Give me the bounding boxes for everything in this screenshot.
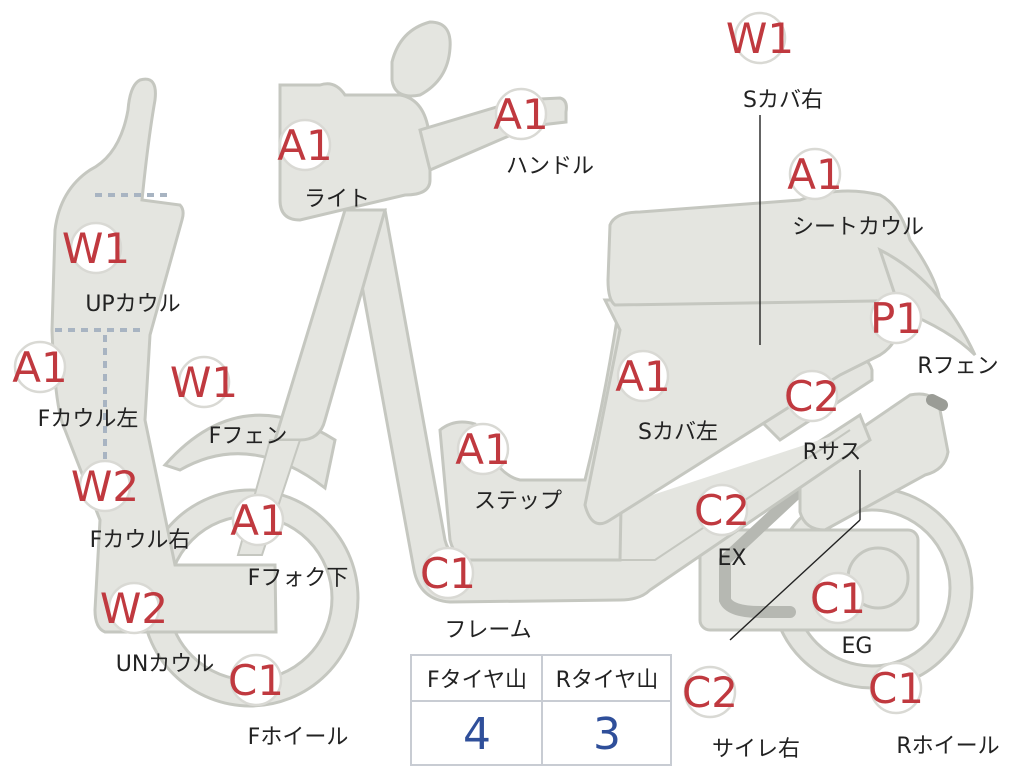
badge-circle — [695, 483, 749, 537]
badge-code: A1 — [615, 352, 670, 401]
c1-engine-label: EG — [841, 634, 873, 659]
silencer-leader — [729, 519, 861, 641]
badge-code: C1 — [228, 656, 284, 705]
badge-circle — [278, 118, 332, 172]
badge-code: C1 — [868, 664, 924, 713]
c1-frame-badge: C1 — [420, 546, 476, 600]
badge-circle — [78, 459, 132, 513]
badge-circle — [421, 546, 475, 600]
badge-circle — [177, 355, 231, 409]
p1-r-fender-badge: P1 — [869, 291, 923, 345]
table-divider — [541, 656, 543, 764]
badge-circle — [13, 340, 67, 394]
badge-code: C2 — [694, 486, 750, 535]
badge-circle — [683, 665, 737, 719]
w1-scover-right-label: Sカバ右 — [743, 88, 823, 113]
badge-code: W1 — [170, 358, 238, 407]
c1-r-wheel-badge: C1 — [868, 661, 924, 715]
mirror-shape — [390, 20, 452, 98]
badge-code: W1 — [726, 14, 794, 63]
badge-circle — [869, 291, 923, 345]
badge-code: P1 — [870, 294, 922, 343]
w1-f-fender-badge: W1 — [170, 355, 238, 409]
c2-r-suspension-badge: C2 — [784, 369, 840, 423]
badge-code: C1 — [810, 574, 866, 623]
badge-circle — [785, 369, 839, 423]
badge-code: A1 — [787, 150, 842, 199]
tail-shape — [877, 247, 977, 357]
c1-engine-badge: C1 — [810, 571, 866, 625]
badge-circle — [456, 422, 510, 476]
a1-light-label: ライト — [303, 187, 371, 212]
tire-tread-table: Fタイヤ山 Rタイヤ山 4 3 — [410, 654, 672, 766]
c2-exhaust-label: EX — [717, 546, 747, 571]
f-tire-header: Fタイヤ山 — [412, 656, 542, 702]
a1-f-fork-lower-label: Fフォク下 — [247, 566, 349, 591]
w2-un-cowl-badge: W2 — [100, 581, 168, 635]
badge-code: C2 — [682, 668, 738, 717]
a1-f-cowl-left-badge: A1 — [12, 340, 68, 394]
badge-code: W2 — [100, 584, 168, 633]
c2-silencer-right-label: サイレ右 — [711, 737, 801, 762]
f-tire-value: 4 — [463, 708, 491, 760]
c1-f-wheel-badge: C1 — [228, 653, 284, 707]
c2-r-suspension-label: Rサス — [802, 440, 862, 465]
c1-frame-label: フレーム — [444, 618, 532, 643]
a1-f-fork-lower-badge: A1 — [230, 493, 286, 547]
seat-shape — [606, 189, 942, 307]
a1-handle-badge: A1 — [493, 87, 549, 141]
badge-code: C1 — [420, 549, 476, 598]
a1-seat-cowl-label: シートカウル — [791, 215, 925, 240]
p1-r-fender-label: Rフェン — [917, 354, 999, 379]
c1-r-wheel-label: Rホイール — [896, 734, 1000, 759]
a1-step-badge: A1 — [455, 422, 511, 476]
badge-circle — [811, 571, 865, 625]
badge-circle — [733, 11, 787, 65]
badge-code: A1 — [455, 425, 510, 474]
a1-step-label: ステップ — [473, 489, 563, 514]
r-tire-value: 3 — [593, 708, 621, 760]
a1-scover-left-badge: A1 — [615, 349, 671, 403]
badge-code: W1 — [62, 224, 130, 273]
badge-code: W2 — [71, 462, 139, 511]
w1-scover-right-badge: W1 — [726, 11, 794, 65]
badge-code: A1 — [493, 90, 548, 139]
badge-circle — [788, 147, 842, 201]
a1-seat-cowl-badge: A1 — [787, 147, 843, 201]
badge-circle — [107, 581, 161, 635]
w1-up-cowl-badge: W1 — [62, 221, 130, 275]
badge-code: A1 — [277, 121, 332, 170]
w2-un-cowl-label: UNカウル — [115, 652, 215, 677]
c2-exhaust-badge: C2 — [694, 483, 750, 537]
a1-light-badge: A1 — [277, 118, 333, 172]
badge-circle — [494, 87, 548, 141]
w1-f-fender-label: Fフェン — [208, 424, 288, 449]
badge-code: C2 — [784, 372, 840, 421]
a1-f-cowl-left-label: Fカウル左 — [37, 407, 139, 432]
badge-circle — [229, 653, 283, 707]
badge-code: A1 — [12, 343, 67, 392]
c2-silencer-right-badge: C2 — [682, 665, 738, 719]
r-tire-header: Rタイヤ山 — [542, 656, 672, 702]
a1-handle-label: ハンドル — [505, 154, 595, 179]
a1-scover-left-label: Sカバ左 — [638, 420, 718, 445]
w2-f-cowl-right-label: Fカウル右 — [89, 528, 191, 553]
w2-f-cowl-right-badge: W2 — [71, 459, 139, 513]
badge-code: A1 — [230, 496, 285, 545]
badge-circle — [69, 221, 123, 275]
w1-up-cowl-label: UPカウル — [85, 292, 181, 317]
silencer-tip-shape — [926, 394, 948, 411]
badge-circle — [231, 493, 285, 547]
badge-circle — [869, 661, 923, 715]
badge-circle — [616, 349, 670, 403]
c1-f-wheel-label: Fホイール — [247, 725, 349, 750]
